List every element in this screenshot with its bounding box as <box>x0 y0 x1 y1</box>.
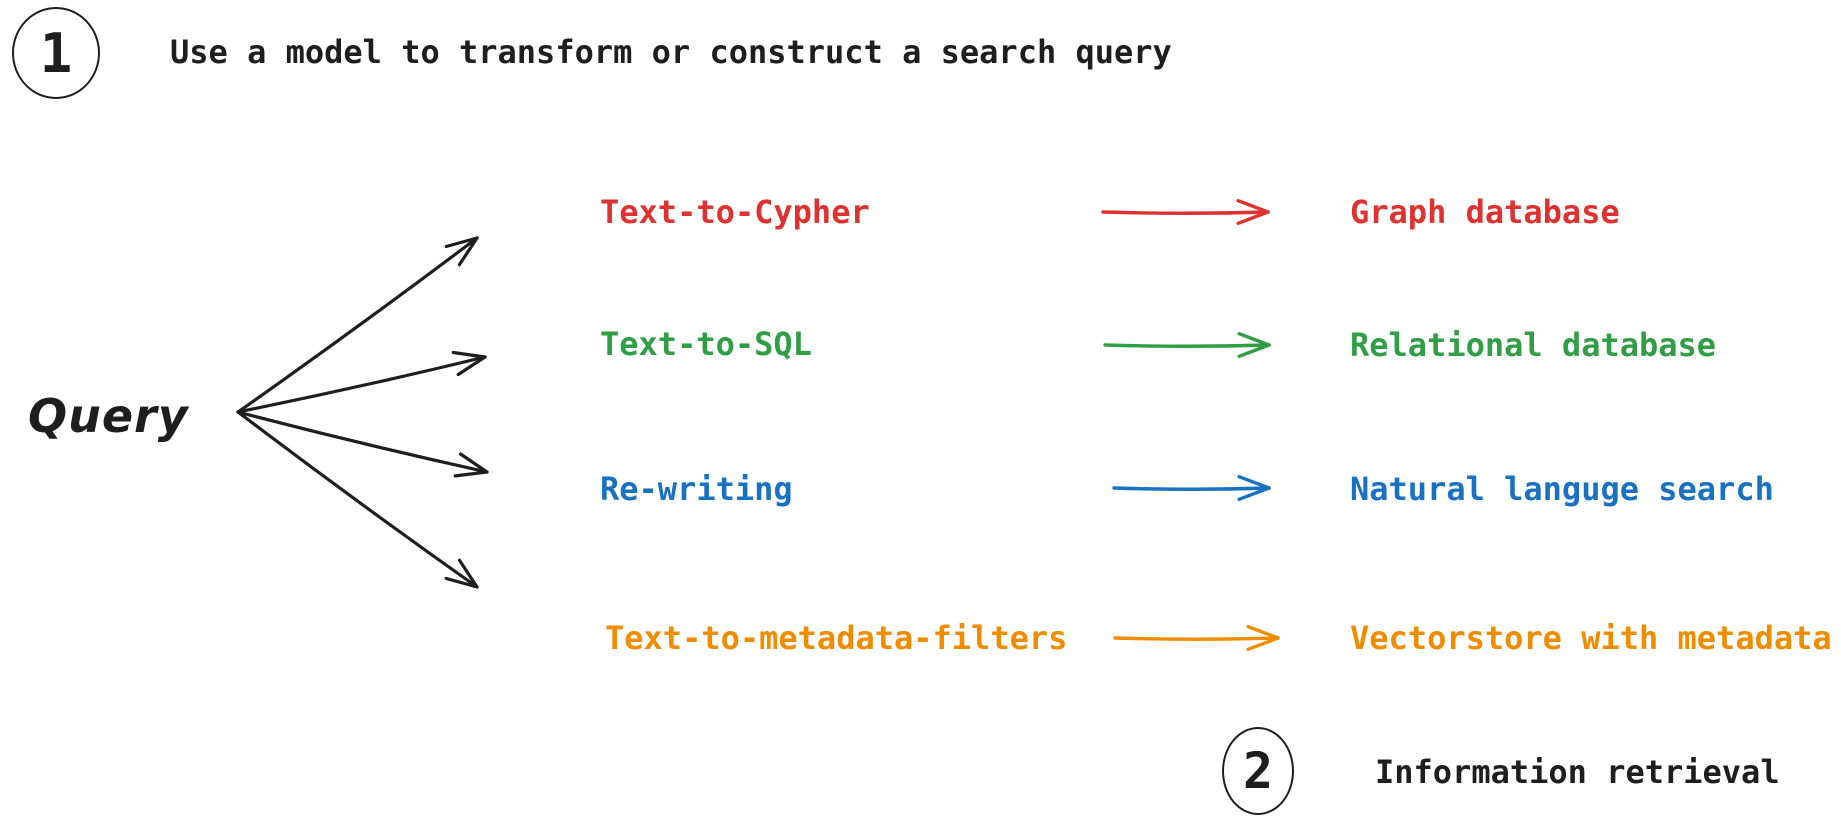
query-node-label: Query <box>28 389 189 443</box>
step-1-number: 1 <box>39 21 73 85</box>
step-2-badge: 2 <box>1222 727 1294 815</box>
fan-arrow-3 <box>236 410 489 478</box>
route-target-graph-database: Graph database <box>1350 193 1620 231</box>
route-target-natural-language-search: Natural languge search <box>1350 470 1774 508</box>
route-arrow-1 <box>1103 332 1271 358</box>
route-method-re-writing: Re-writing <box>600 470 793 508</box>
route-arrow-0 <box>1101 199 1270 225</box>
fan-arrow-2 <box>236 350 487 414</box>
step-2-label: Information retrieval <box>1375 753 1780 791</box>
fan-arrow-4 <box>236 410 479 589</box>
route-method-text-to-cypher: Text-to-Cypher <box>600 193 870 231</box>
route-arrow-3 <box>1113 625 1280 651</box>
route-method-text-to-metadata-filters: Text-to-metadata-filters <box>605 619 1068 657</box>
route-target-vectorstore-with-metadata: Vectorstore with metadata <box>1350 619 1832 657</box>
route-method-text-to-sql: Text-to-SQL <box>600 325 812 363</box>
step-2-number: 2 <box>1242 742 1274 800</box>
step-1-label: Use a model to transform or construct a … <box>170 33 1172 71</box>
route-target-relational-database: Relational database <box>1350 326 1717 364</box>
route-arrow-2 <box>1112 475 1271 501</box>
fan-arrow-1 <box>236 236 479 414</box>
step-1-badge: 1 <box>12 7 100 99</box>
